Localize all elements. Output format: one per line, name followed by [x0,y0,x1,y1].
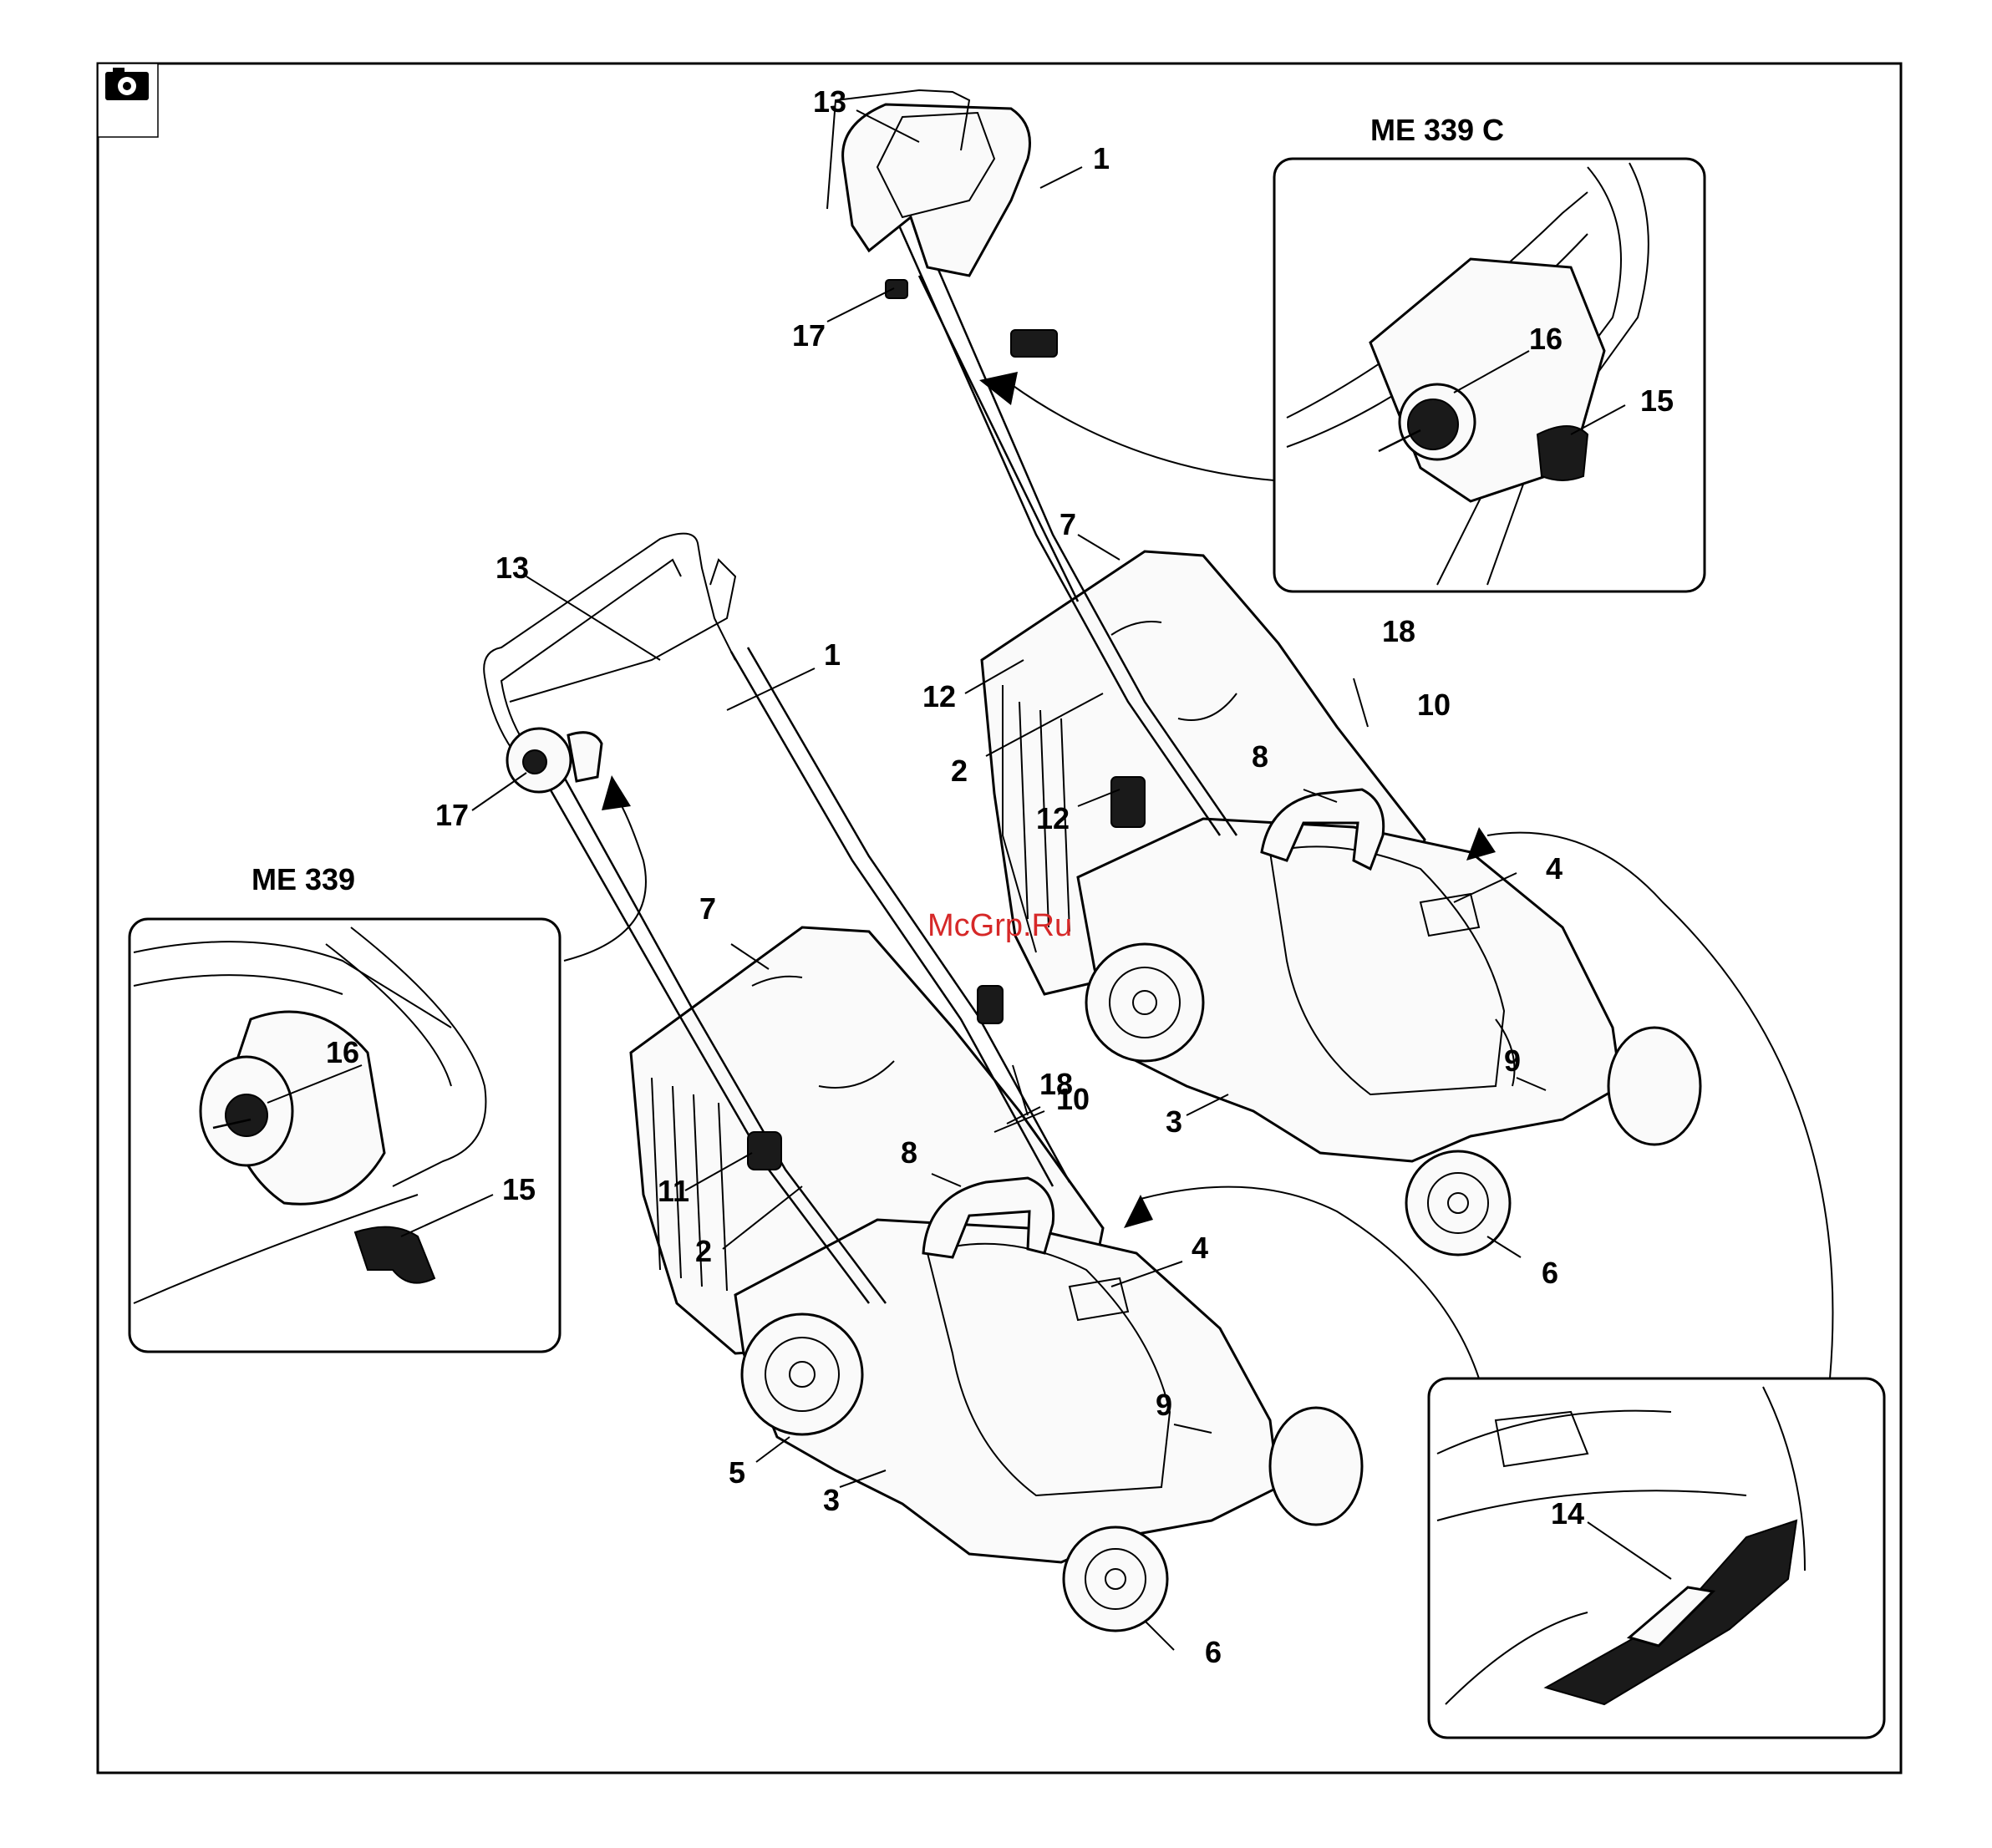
inset-me339 [130,919,560,1352]
label-2-b: 2 [695,1234,712,1268]
label-12-b: 12 [1036,801,1070,835]
label-1-a: 1 [1093,141,1110,175]
inset-height-adjuster [1429,1378,1884,1738]
inset-me339c-title: ME 339 C [1370,113,1504,147]
watermark-text: McGrp.Ru [927,908,1072,943]
camera-icon [98,63,158,137]
label-14: 14 [1551,1496,1584,1531]
label-1-b: 1 [824,637,841,672]
label-16-a: 16 [1529,322,1563,356]
label-4-a: 4 [1546,851,1563,886]
label-5: 5 [729,1455,745,1490]
label-17-b: 17 [435,798,469,832]
label-13-b: 13 [495,551,529,585]
label-11: 11 [658,1174,689,1208]
label-15-a: 15 [1640,383,1674,418]
label-8-a: 8 [1252,739,1268,774]
label-7-a: 7 [1060,507,1076,541]
label-9-a: 9 [1504,1043,1521,1078]
label-8-b: 8 [901,1135,917,1170]
label-6-a: 6 [1542,1256,1558,1290]
label-2-a: 2 [951,754,968,788]
label-4-b: 4 [1192,1231,1208,1265]
label-15-b: 15 [502,1172,536,1206]
label-16-b: 16 [326,1035,359,1069]
label-9-b: 9 [1156,1388,1172,1422]
label-12-a: 12 [922,679,956,713]
label-10-b: 10 [1056,1082,1090,1116]
label-3-a: 3 [1166,1104,1182,1139]
label-18-a: 18 [1382,614,1415,648]
label-7-b: 7 [699,891,716,926]
label-10-a: 10 [1417,688,1451,722]
inset-me339c [1274,159,1705,591]
label-6-b: 6 [1205,1635,1222,1669]
label-3-b: 3 [823,1483,840,1517]
inset-me339-title: ME 339 [252,862,355,896]
label-13-a: 13 [813,84,846,119]
label-17-a: 17 [792,318,826,353]
